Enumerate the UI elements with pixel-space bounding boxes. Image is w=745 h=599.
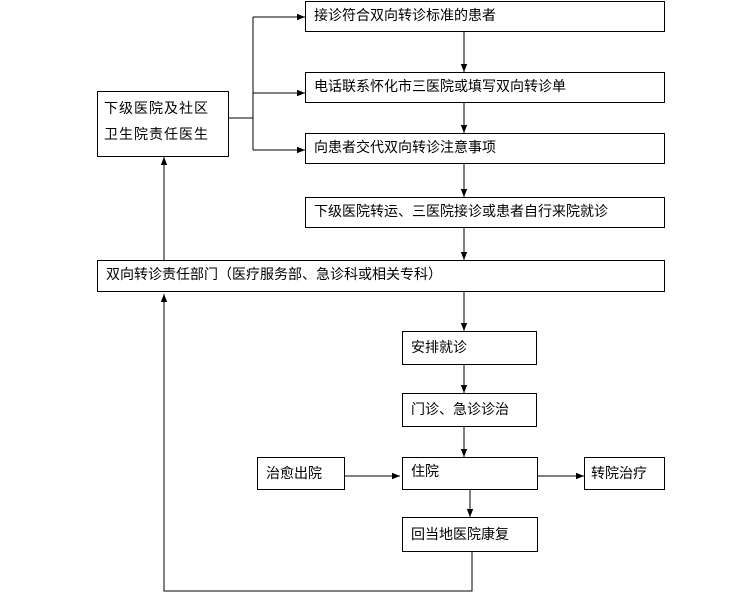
node-department: 双向转诊责任部门（医疗服务部、急诊科或相关专科） (97, 260, 665, 292)
node-inform-patient: 向患者交代双向转诊注意事项 (305, 133, 665, 164)
node-transfer: 下级医院转运、三医院接诊或患者自行来院就诊 (305, 197, 665, 228)
node-inpatient: 住院 (402, 457, 538, 490)
node-lower-doctor: 下级医院及社区卫生院责任医生 (97, 91, 229, 157)
node-receive-patient: 接诊符合双向转诊标准的患者 (305, 1, 665, 32)
node-arrange-visit: 安排就诊 (402, 331, 537, 365)
node-discharged: 治愈出院 (257, 457, 345, 490)
node-rehab: 回当地医院康复 (402, 517, 538, 552)
feedback-rehab-to-department (160, 294, 473, 592)
node-clinic: 门诊、急诊诊治 (402, 393, 537, 427)
node-referral: 转院治疗 (584, 457, 665, 490)
node-phone-contact: 电话联系怀化市三医院或填写双向转诊单 (305, 72, 665, 103)
